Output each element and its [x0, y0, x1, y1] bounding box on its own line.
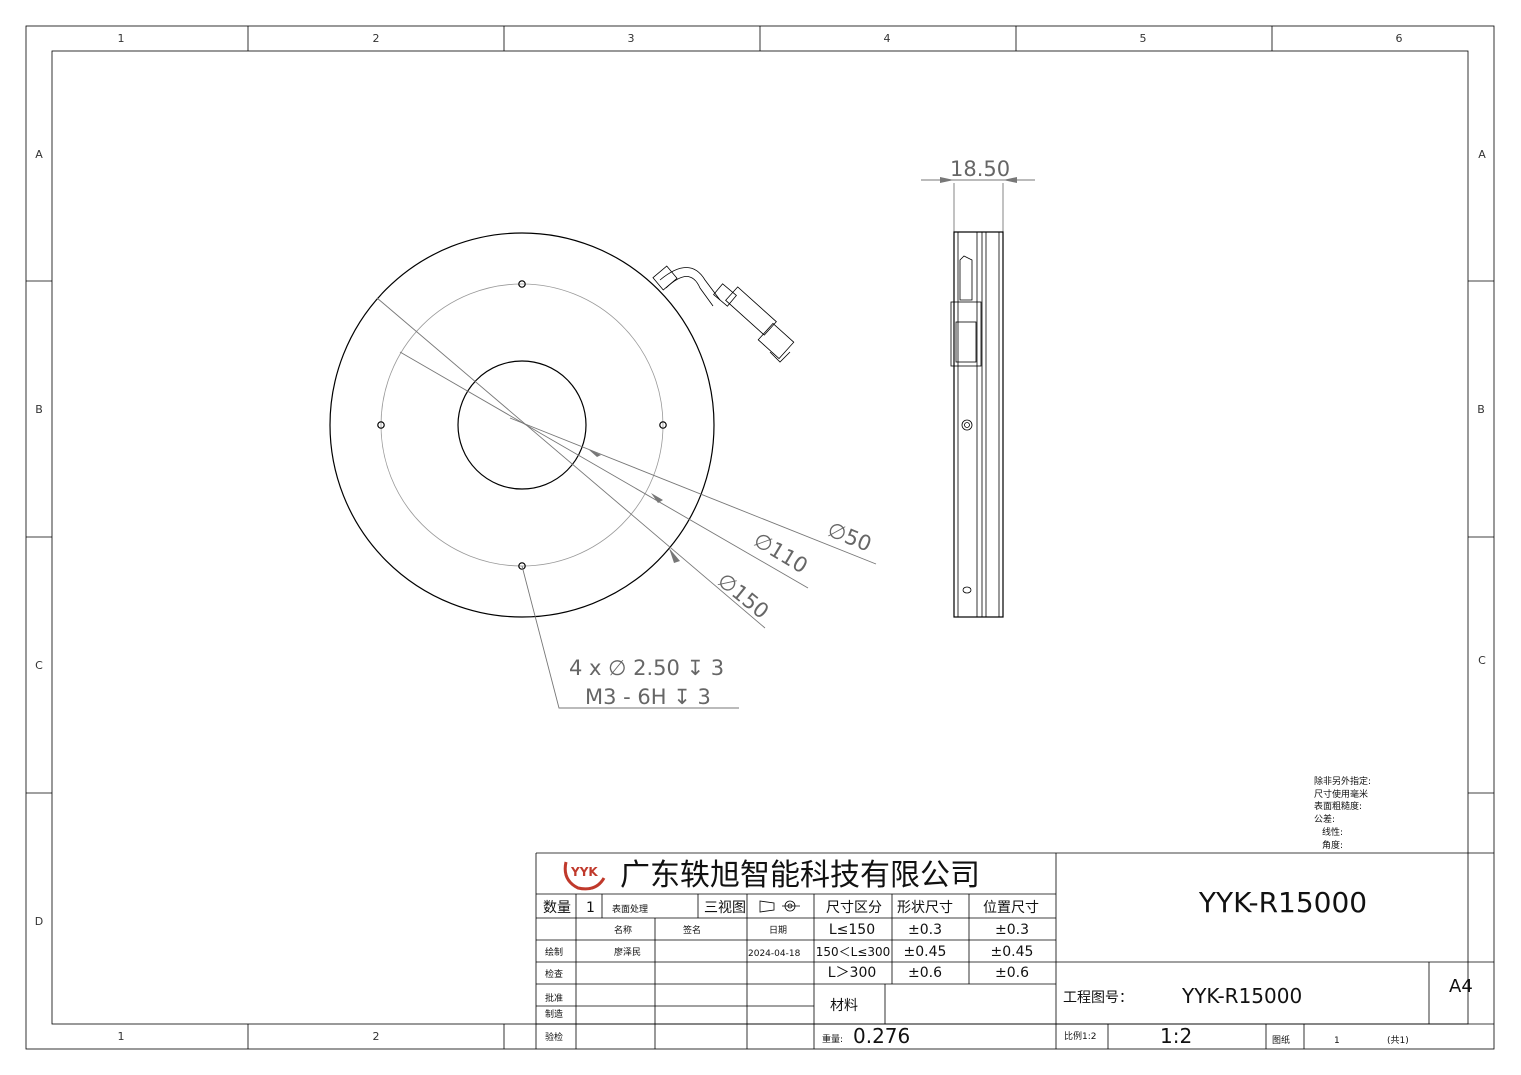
row-label: B — [35, 403, 43, 416]
inner-circle — [457, 360, 587, 490]
drawing-no-label: 工程图号： — [1063, 990, 1133, 1006]
col-label: 3 — [628, 32, 635, 45]
tol-shape: ±0.45 — [904, 944, 947, 960]
note-line: 角度: — [1322, 839, 1343, 851]
tol-position: ±0.6 — [995, 965, 1029, 981]
weight-value: 0.276 — [853, 1024, 910, 1048]
row-label: A — [1478, 148, 1486, 161]
note-line: 除非另外指定: — [1314, 775, 1371, 787]
qty-value: 1 — [586, 900, 595, 916]
cable-connector — [652, 265, 795, 363]
tol-range: L＞300 — [828, 965, 877, 981]
side-view: 18.50 — [921, 157, 1035, 618]
views-label: 三视图 — [704, 900, 746, 916]
shape-label: 形状尺寸 — [897, 900, 953, 916]
sheet-number: 1 — [1334, 1036, 1340, 1046]
qty-label: 数量 — [543, 900, 571, 916]
col-label: 6 — [1396, 32, 1403, 45]
tol-shape: ±0.6 — [908, 965, 942, 981]
grid-labels: 1 2 3 4 5 6 1 2 A B C D A B C — [35, 32, 1486, 1043]
sheet-label: 图纸 — [1272, 1034, 1290, 1046]
tol-position: ±0.3 — [995, 922, 1029, 938]
row-label: C — [35, 659, 43, 672]
paper-size: A4 — [1449, 976, 1473, 997]
mounting-hole — [377, 421, 385, 429]
scale-value: 1:2 — [1160, 1024, 1192, 1048]
inspect-label: 验检 — [545, 1031, 563, 1043]
mounting-circle — [380, 283, 664, 567]
col-label: 1 — [118, 32, 125, 45]
drawing-no-value: YYK-R15000 — [1181, 984, 1302, 1008]
name-header: 名称 — [614, 924, 632, 936]
title-block: YYK 广东轶旭智能科技有限公司 数量 1 表面处理 三视图 尺寸区分 形状尺寸… — [535, 852, 1494, 1049]
mounting-hole — [518, 280, 526, 288]
leader-dia150 — [376, 297, 766, 629]
dim-dia110: ∅110 — [749, 528, 811, 579]
hole-spec-line1: 4 x ∅ 2.50 ↧ 3 — [569, 656, 724, 680]
drawn-date: 2024-04-18 — [748, 949, 801, 959]
col-label: 5 — [1140, 32, 1147, 45]
outer-circle — [329, 232, 715, 618]
leader-holes — [521, 565, 739, 709]
dim-thickness: 18.50 — [950, 157, 1010, 181]
row-label: D — [35, 915, 43, 928]
col-label: 2 — [373, 32, 380, 45]
material-label: 材料 — [830, 998, 858, 1014]
note-line: 尺寸使用毫米 — [1314, 788, 1368, 800]
logo-text: YYK — [570, 865, 598, 879]
drawn-name: 廖泽民 — [614, 946, 641, 958]
arrow-head — [651, 493, 663, 503]
part-number: YYK-R15000 — [1198, 886, 1367, 919]
col-label: 1 — [118, 1030, 125, 1043]
surface-label: 表面处理 — [612, 903, 648, 915]
position-label: 位置尺寸 — [983, 900, 1039, 916]
arrow-head — [588, 449, 601, 457]
dim-zone-label: 尺寸区分 — [826, 900, 882, 916]
sheet-total: (共1) — [1387, 1035, 1409, 1046]
front-view — [329, 232, 877, 709]
mounting-hole — [518, 562, 526, 570]
general-notes: 除非另外指定: 尺寸使用毫米 表面粗糙度: 公差: 线性: 角度: — [1314, 775, 1371, 851]
dimension-labels: ∅150 ∅110 ∅50 4 x ∅ 2.50 ↧ 3 M3 - 6H ↧ 3 — [569, 517, 875, 709]
tol-shape: ±0.3 — [908, 922, 942, 938]
projection-symbol — [759, 900, 800, 913]
row-label: A — [35, 148, 43, 161]
col-label: 2 — [373, 1030, 380, 1043]
note-line: 线性: — [1322, 826, 1343, 838]
arrow-head — [669, 548, 680, 563]
col-label: 4 — [884, 32, 891, 45]
dim-dia50: ∅50 — [824, 517, 875, 556]
dim-dia150: ∅150 — [713, 568, 773, 623]
drawn-label: 绘制 — [545, 946, 563, 958]
note-line: 公差: — [1314, 813, 1335, 825]
tol-position: ±0.45 — [991, 944, 1034, 960]
tol-range: 150＜L≤300 — [816, 945, 891, 959]
tol-range: L≤150 — [829, 922, 875, 938]
sign-header: 签名 — [683, 924, 701, 936]
make-label: 制造 — [545, 1008, 563, 1020]
leader-dia110 — [399, 351, 809, 589]
mounting-hole — [659, 421, 667, 429]
company-name: 广东轶旭智能科技有限公司 — [620, 858, 980, 893]
row-label: C — [1478, 654, 1486, 667]
note-line: 表面粗糙度: — [1314, 800, 1362, 812]
date-header: 日期 — [769, 925, 787, 936]
leader-dia50 — [509, 417, 877, 565]
company-logo: YYK — [563, 861, 606, 891]
hole-spec-line2: M3 - 6H ↧ 3 — [585, 685, 711, 709]
row-label: B — [1477, 403, 1485, 416]
approve-label: 批准 — [545, 992, 563, 1004]
weight-label: 重量: — [822, 1033, 843, 1045]
scale-label: 比例1:2 — [1064, 1030, 1097, 1042]
check-label: 检查 — [545, 968, 563, 980]
